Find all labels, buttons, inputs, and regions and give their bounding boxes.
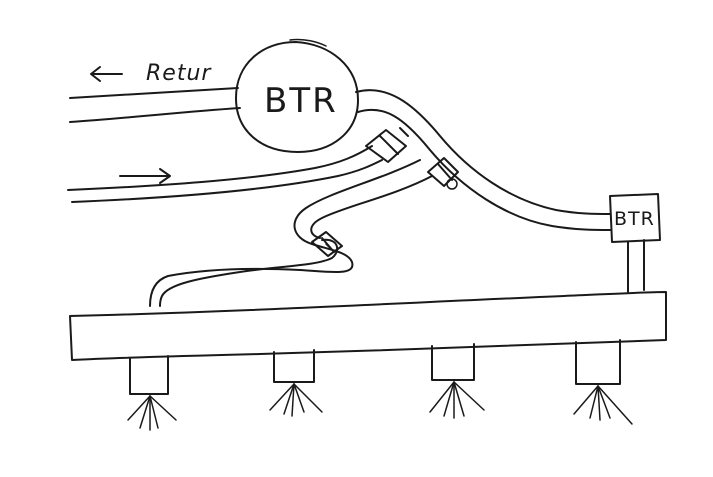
supply-arrow-icon [120, 169, 170, 183]
bypass-line [356, 90, 610, 230]
injector-icon [270, 350, 322, 416]
main-regulator-label: BTR [264, 81, 338, 121]
rail-regulator-label: BTR [614, 208, 655, 230]
regulator-stem [628, 240, 644, 292]
return-arrow-icon [91, 67, 122, 81]
feed-hose [295, 160, 432, 244]
injector-icon [128, 356, 176, 430]
injector-icon [574, 340, 632, 424]
check-valve-icon [366, 128, 408, 162]
return-line [70, 88, 240, 122]
return-label: Retur [146, 61, 212, 86]
injector-icon [430, 344, 484, 418]
